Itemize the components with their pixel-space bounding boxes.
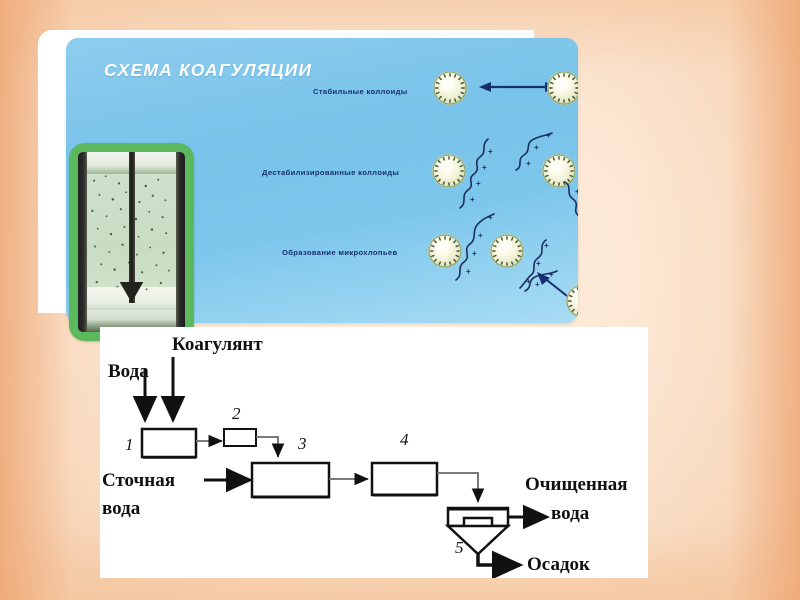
polymer-chain-icon: ++ ++: [455, 213, 495, 281]
colloid-charge-ticks: [428, 234, 462, 268]
label-destabilized-colloids: Дестабилизированные коллоиды: [262, 168, 400, 177]
label-microfloc-formation: Образование микрохлопьев: [282, 248, 398, 257]
svg-text:+: +: [526, 277, 531, 286]
flow-diagram-panel: Вода Коагулянт Сточная вода Очищенная во…: [100, 327, 648, 578]
colloid-particle: [433, 71, 467, 105]
sludge-outlet-arrow: [476, 550, 524, 578]
repulsion-double-arrow: [479, 82, 557, 92]
svg-text:+: +: [476, 179, 481, 188]
coagulation-figure: СХЕМА КОАГУЛЯЦИИ Стабильные коллоиды Дес…: [38, 30, 578, 341]
label-clean-water-line2: вода: [551, 503, 590, 524]
figure-title: СХЕМА КОАГУЛЯЦИИ: [104, 60, 313, 80]
beaker-image: [78, 152, 185, 332]
svg-text:+: +: [534, 143, 539, 152]
label-sludge: Осадок: [527, 554, 590, 575]
polymer-chain-icon: ++: [524, 270, 558, 292]
unit-4-reactor: [370, 461, 439, 497]
svg-text:+: +: [472, 249, 477, 258]
svg-text:+: +: [470, 195, 475, 204]
unit-2-dosing-unit: [223, 428, 257, 447]
beaker-right-edge: [176, 152, 185, 332]
svg-text:+: +: [526, 159, 531, 168]
jar-test-photo: [69, 143, 194, 341]
label-clean-water-line1: Очищенная: [525, 474, 628, 495]
flow-diagram: Вода Коагулянт Сточная вода Очищенная во…: [102, 334, 628, 578]
svg-text:+: +: [482, 163, 487, 172]
polymer-chain-icon: ++ ++: [459, 138, 493, 209]
polymer-chain-icon: +++: [519, 239, 549, 289]
polymer-chain-icon: ++: [564, 181, 578, 217]
label-stable-colloids: Стабильные коллоиды: [313, 87, 408, 96]
unit-number-5: 5: [455, 538, 464, 557]
colloid-charge-ticks: [490, 234, 524, 268]
svg-text:+: +: [466, 267, 471, 276]
label-water: Вода: [108, 361, 149, 382]
svg-text:+: +: [535, 280, 540, 289]
unit-number-2: 2: [232, 404, 241, 423]
colloid-charge-ticks: [542, 154, 576, 188]
unit-3-flocculator: [250, 461, 331, 499]
stirrer-rod: [128, 152, 135, 304]
label-wastewater-line1: Сточная: [102, 470, 175, 491]
unit-number-3: 3: [297, 434, 307, 453]
colloid-particle: [542, 154, 576, 188]
label-coagulant: Коагулянт: [172, 334, 263, 355]
colloid-particle: [547, 71, 578, 105]
colloid-charge-ticks: [566, 285, 578, 317]
label-wastewater-line2: вода: [102, 498, 141, 519]
svg-text:+: +: [549, 270, 554, 279]
svg-text:+: +: [478, 231, 483, 240]
colloid-charge-ticks: [547, 71, 578, 105]
colloid-particle: [566, 284, 578, 318]
link-4-5: [437, 472, 485, 503]
svg-text:+: +: [575, 187, 578, 196]
svg-text:+: +: [546, 131, 551, 140]
unit-number-4: 4: [400, 430, 409, 449]
svg-text:+: +: [488, 213, 493, 222]
svg-text:+: +: [536, 259, 541, 268]
colloid-charge-ticks: [433, 71, 467, 105]
colloid-charge-ticks: [432, 154, 466, 188]
link-2-3: [256, 436, 285, 458]
polymer-chain-icon: +++: [515, 131, 553, 171]
colloid-particle: [432, 154, 466, 188]
unit-number-1: 1: [125, 435, 134, 454]
unit-1-rapid-mixer: [140, 427, 198, 459]
svg-text:+: +: [488, 147, 493, 156]
unit-5-settler: [444, 506, 512, 556]
colloid-particle: [428, 234, 462, 268]
colloid-particle: [490, 234, 524, 268]
beaker-left-edge: [78, 152, 87, 332]
svg-text:+: +: [544, 241, 549, 250]
floc-particles: [91, 175, 170, 291]
